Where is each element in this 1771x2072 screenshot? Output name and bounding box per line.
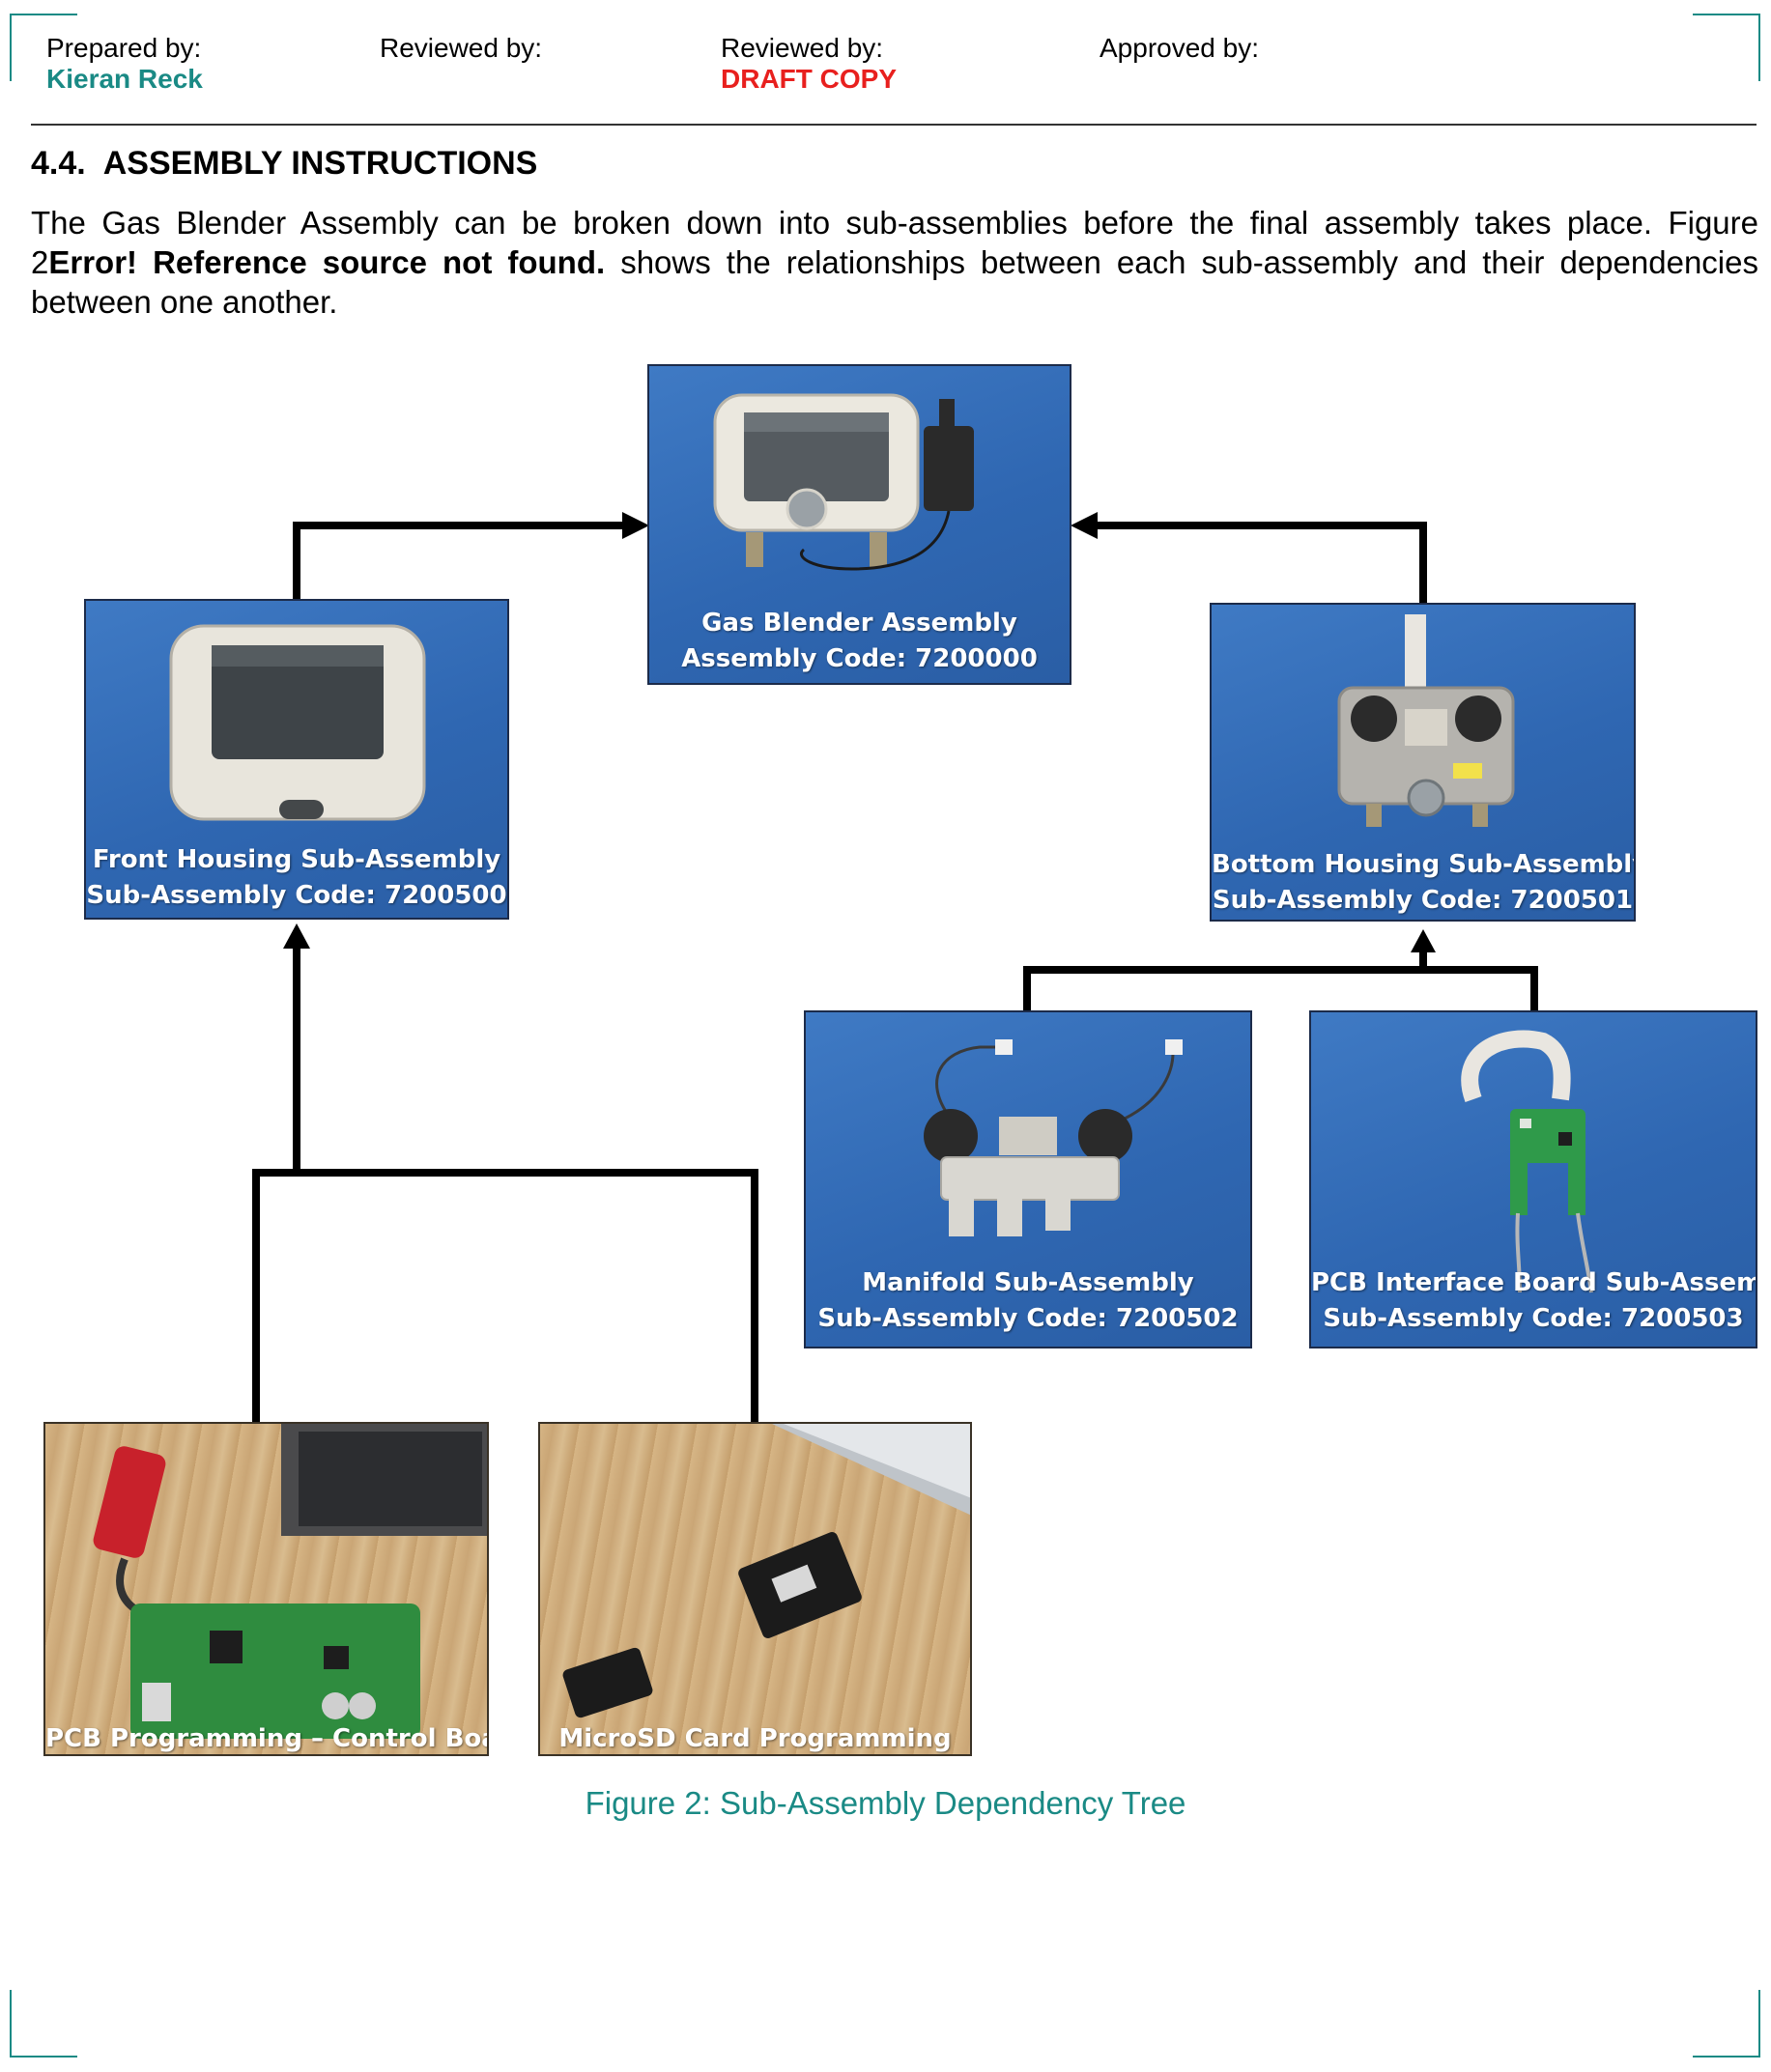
section-heading: 4.4. ASSEMBLY INSTRUCTIONS [31,145,537,183]
front-housing-code: Sub-Assembly Code: 7200500 [86,881,507,910]
figure-caption: Figure 2: Sub-Assembly Dependency Tree [585,1785,1186,1821]
connector-bottom-to-main [1096,522,1427,603]
gas-blender-assembly-node: Gas Blender Assembly Assembly Code: 7200… [647,364,1071,685]
microsd-name: MicroSD Card Programming [558,1724,952,1753]
pcb-programming-node: PCB Programming – Control Board [43,1422,489,1756]
body-paragraph: The Gas Blender Assembly can be broken d… [31,203,1758,322]
microsd-node: MicroSD Card Programming [538,1422,972,1756]
microsd-caption: MicroSD Card Programming [540,1721,970,1754]
arrowhead-front-housing [283,923,310,949]
reviewed-by-label-2: Reviewed by: [721,33,884,63]
section-number: 4.4. [31,145,86,182]
gas-blender-code: Assembly Code: 7200000 [681,644,1038,673]
connector-front-to-main [293,522,626,599]
corner-mark-top-left [10,14,77,81]
microsd-photo [562,1424,970,1718]
manifold-photo [924,1039,1183,1236]
bottom-housing-code: Sub-Assembly Code: 7200501 [1212,886,1634,915]
manifold-name: Manifold Sub-Assembly [862,1268,1194,1297]
reviewed-by-label-1: Reviewed by: [380,33,543,63]
manifold-code: Sub-Assembly Code: 7200502 [817,1304,1239,1333]
corner-mark-bottom-left [10,1990,77,2058]
gas-blender-device-photo [713,393,974,571]
bottom-housing-name: Bottom Housing Sub-Assembly [1212,850,1636,879]
arrowhead-main-right [1071,512,1098,539]
reference-error-text: Error! Reference source not found. [48,244,606,280]
front-housing-name: Front Housing Sub-Assembly [92,845,501,874]
manifold-node: Manifold Sub-Assembly Sub-Assembly Code:… [804,1010,1252,1348]
corner-mark-bottom-right [1693,1990,1760,2058]
manifold-caption: Manifold Sub-Assembly Sub-Assembly Code:… [806,1265,1250,1337]
prepared-by-label: Prepared by: [46,33,202,63]
bottom-housing-node: Bottom Housing Sub-Assembly Sub-Assembly… [1210,603,1636,922]
prepared-by-value: Kieran Reck [46,64,203,94]
corner-mark-top-right [1693,14,1760,81]
connector-programming-to-front [252,1169,758,1422]
front-housing-caption: Front Housing Sub-Assembly Sub-Assembly … [86,842,507,914]
pcb-interface-code: Sub-Assembly Code: 7200503 [1323,1304,1744,1333]
front-housing-node: Front Housing Sub-Assembly Sub-Assembly … [84,599,509,920]
gas-blender-caption: Gas Blender Assembly Assembly Code: 7200… [649,606,1070,677]
arrowhead-bottom-housing [1411,929,1436,952]
front-housing-photo [169,624,426,821]
arrowhead-main-left [622,512,649,539]
bottom-housing-caption: Bottom Housing Sub-Assembly Sub-Assembly… [1212,847,1634,919]
pcb-interface-name: PCB Interface Board Sub-Assembly [1311,1268,1757,1297]
pcb-programming-caption: PCB Programming – Control Board [45,1721,489,1754]
pcb-interface-caption: PCB Interface Board Sub-Assembly Sub-Ass… [1311,1265,1756,1337]
pcb-interface-photo [1461,1030,1593,1293]
paragraph-text-start: The Gas Blender Assembly can be broken d… [31,205,1758,280]
pcb-programming-photo [93,1424,487,1739]
connector-children-to-bottom [1023,966,1538,1010]
section-title: ASSEMBLY INSTRUCTIONS [102,145,538,182]
draft-copy-stamp: DRAFT COPY [721,64,897,94]
gas-blender-name: Gas Blender Assembly [701,609,1017,638]
pcb-interface-node: PCB Interface Board Sub-Assembly Sub-Ass… [1309,1010,1757,1348]
pcb-programming-name: PCB Programming – Control Board [45,1724,489,1753]
bottom-housing-photo [1337,614,1515,827]
paragraph-text-end: shows the relationships between each sub… [31,244,1758,320]
approved-by-label: Approved by: [1100,33,1259,63]
header-divider [31,124,1757,126]
